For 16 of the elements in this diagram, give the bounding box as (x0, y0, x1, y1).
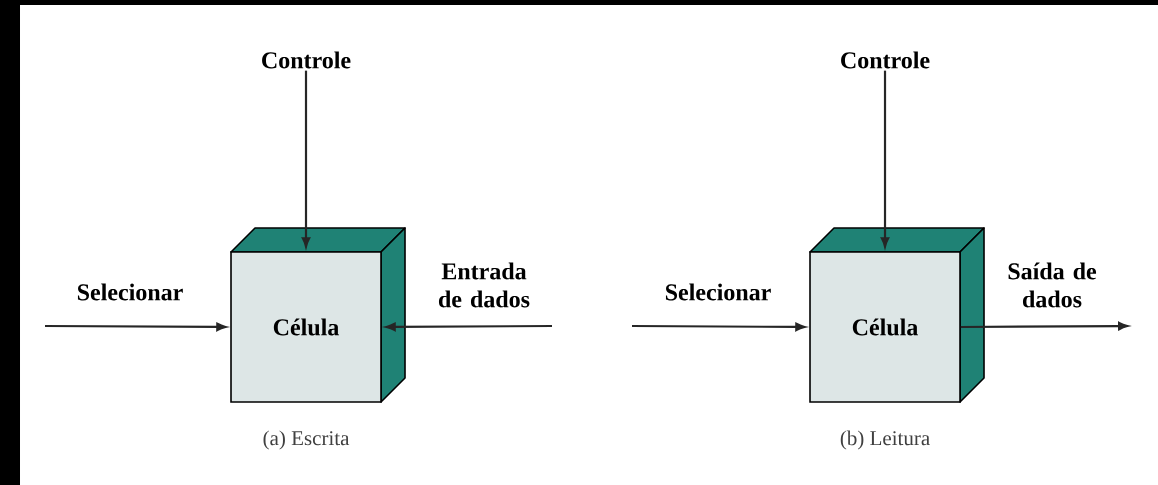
edge-label: Entrada de dados (438, 262, 530, 308)
panel-caption: (b) Leitura (840, 430, 930, 450)
edge-label: Selecionar (77, 283, 183, 301)
input-label: Controle (262, 51, 351, 69)
edge-label: Selecionar (665, 283, 771, 301)
memory-cell-cube: Célula (809, 227, 985, 403)
edge-label: Saída de dados (1008, 262, 1097, 308)
arrow (45, 322, 227, 332)
input-label: Controle (841, 51, 930, 69)
panel-caption: (a) Escrita (263, 430, 350, 450)
arrow (632, 322, 806, 332)
arrow (385, 322, 552, 332)
arrow (880, 70, 890, 248)
arrow (301, 70, 311, 248)
arrow (960, 321, 1129, 331)
memory-cell-cube: Célula (230, 227, 406, 403)
